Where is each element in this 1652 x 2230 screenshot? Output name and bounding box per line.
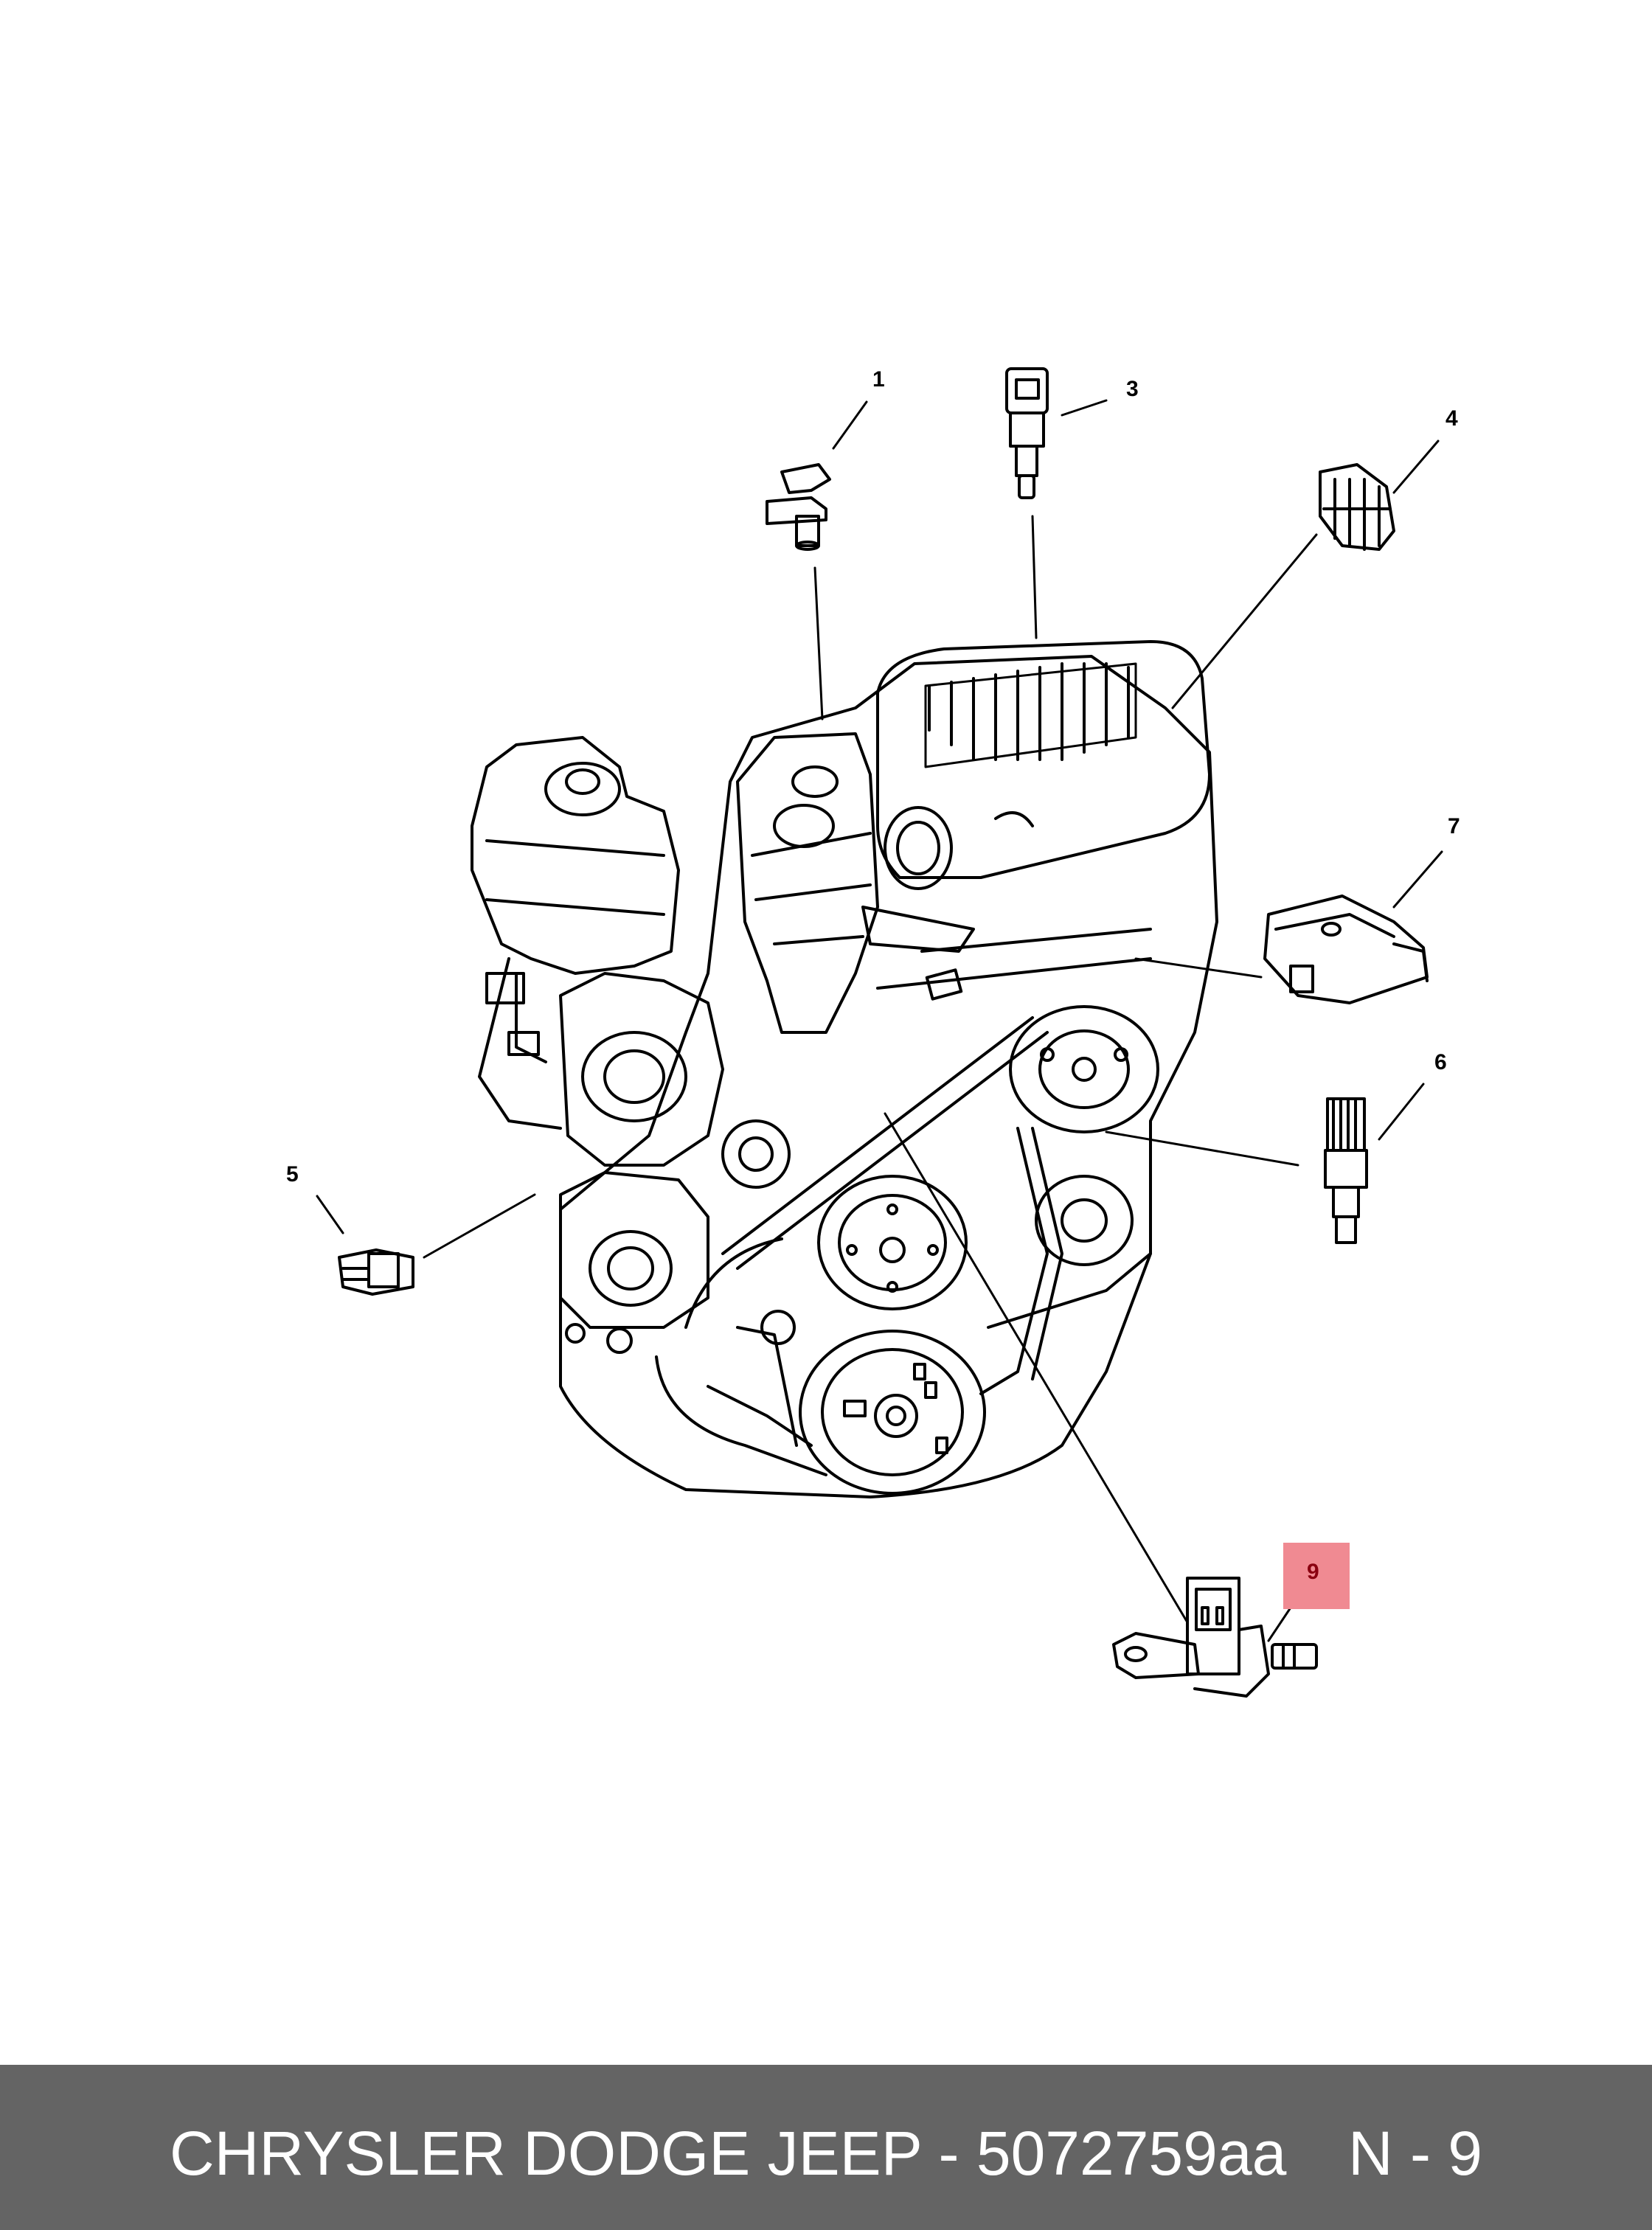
idler-pulley	[721, 1119, 791, 1189]
callout-5[interactable]: 5	[286, 1162, 299, 1187]
part-4-sensor	[1319, 463, 1395, 551]
callout-reference: N - 9	[1348, 2119, 1483, 2188]
callout-1[interactable]: 1	[872, 367, 885, 392]
leader-1-up	[832, 400, 868, 450]
part-7-module	[1263, 895, 1429, 1004]
callout-4[interactable]: 4	[1446, 406, 1458, 431]
callout-9-highlight	[1283, 1543, 1350, 1609]
air-intake-housing	[876, 640, 1211, 879]
part-6-sensor	[1324, 1097, 1368, 1244]
callout-3[interactable]: 3	[1126, 377, 1139, 401]
part-9-crank-sensor	[1112, 1577, 1318, 1698]
callout-9[interactable]: 9	[1307, 1560, 1319, 1584]
part-3-sensor	[1005, 367, 1049, 499]
harmonic-balancer	[799, 1330, 986, 1495]
engine-diagram	[316, 367, 1443, 1698]
alternator-pulley	[1009, 1005, 1159, 1133]
part-5-switch	[338, 1248, 414, 1296]
engine-assembly	[471, 640, 1218, 1498]
part-number-title: CHRYSLER DODGE JEEP - 5072759aa	[170, 2119, 1287, 2188]
part-1-sensor	[766, 463, 831, 551]
callout-7[interactable]: 7	[1448, 814, 1460, 838]
serpentine-belt	[721, 1016, 1063, 1395]
crankshaft-pulley	[817, 1175, 968, 1310]
cylinder-head	[736, 732, 879, 1034]
egr-housing	[471, 736, 680, 975]
footer-bar	[0, 2065, 1652, 2230]
leader-1-down	[813, 566, 824, 720]
callout-6[interactable]: 6	[1434, 1050, 1447, 1074]
